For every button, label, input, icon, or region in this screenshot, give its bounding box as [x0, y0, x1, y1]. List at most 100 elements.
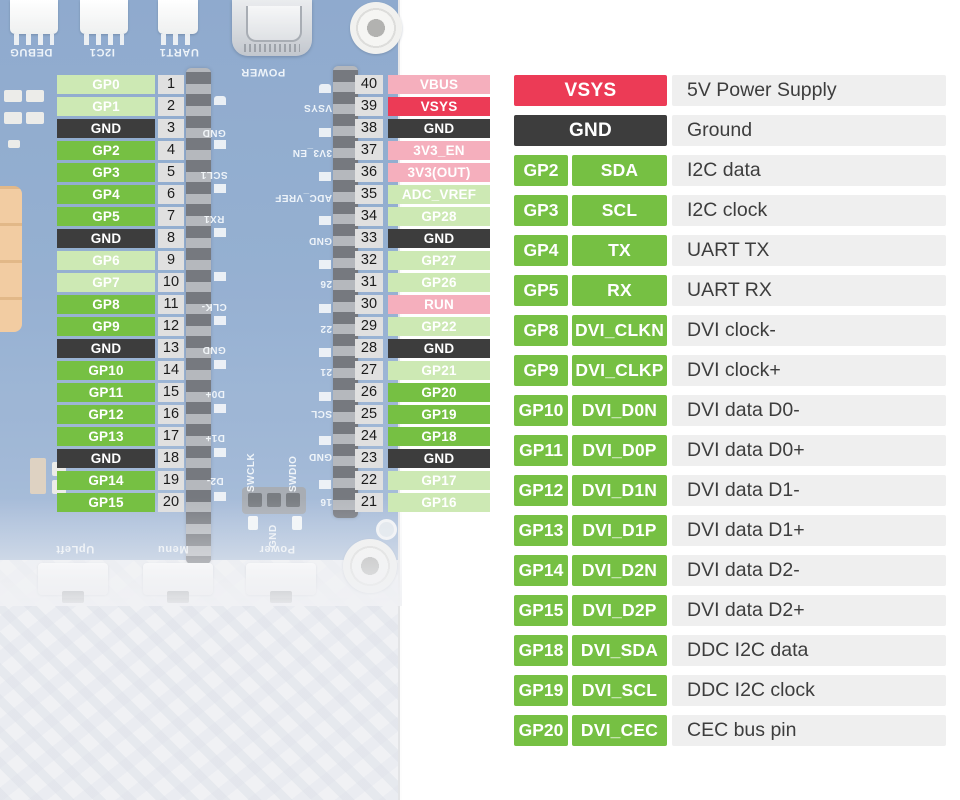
debug-connector	[10, 0, 58, 34]
pin-label: GP5	[57, 207, 155, 226]
silkscreen-label: SCL1	[200, 169, 228, 180]
pin-label: GP0	[57, 75, 155, 94]
pin-label: GP17	[388, 471, 490, 490]
pin-number: 5	[158, 163, 184, 182]
legend-description: DVI data D0-	[672, 395, 946, 426]
legend-signal: DVI_SDA	[572, 635, 667, 666]
usb-c-port	[232, 0, 312, 56]
pin-label: GP14	[57, 471, 155, 490]
solder-pad	[292, 516, 302, 530]
pin-label: GND	[388, 449, 490, 468]
pin-label: GP13	[57, 427, 155, 446]
legend-label: VSYS	[514, 75, 667, 106]
pin-number: 15	[158, 383, 184, 402]
silkscreen-label: GND	[202, 344, 226, 355]
pin-label: 3V3(OUT)	[388, 163, 490, 182]
legend-description: DVI data D2+	[672, 595, 946, 626]
pin-label: GP21	[388, 361, 490, 380]
legend-pin: GP8	[514, 315, 568, 346]
capacitor	[30, 458, 46, 494]
pin-number: 37	[355, 141, 383, 160]
pin-row: 27 GP21	[355, 361, 490, 380]
legend-signal: DVI_D1P	[572, 515, 667, 546]
mounting-hole	[376, 519, 397, 540]
legend-description: DDC I2C data	[672, 635, 946, 666]
silkscreen-power-port-label: POWER	[240, 66, 286, 78]
uart1-connector	[158, 0, 198, 34]
pin-number: 27	[355, 361, 383, 380]
silkscreen-label: GND	[308, 451, 332, 462]
pin-label: GND	[388, 339, 490, 358]
pin-label: 3V3_EN	[388, 141, 490, 160]
legend-pin: GP19	[514, 675, 568, 706]
silkscreen-upleft-label: UpLeft	[55, 543, 95, 555]
pin-label: GND	[57, 229, 155, 248]
legend-pin: GP2	[514, 155, 568, 186]
legend-pin: GP20	[514, 715, 568, 746]
silkscreen-label: GND	[202, 127, 226, 138]
standoff-screw-bottom	[343, 539, 397, 593]
pin-label: GP2	[57, 141, 155, 160]
legend-description: DVI clock+	[672, 355, 946, 386]
legend-signal: DVI_D0P	[572, 435, 667, 466]
pin-label: GP26	[388, 273, 490, 292]
silkscreen-label: RX1	[203, 213, 225, 224]
pin-number: 6	[158, 185, 184, 204]
legend-signal: DVI_CEC	[572, 715, 667, 746]
pin-number: 38	[355, 119, 383, 138]
pin-label: GND	[57, 339, 155, 358]
foam-background	[0, 560, 398, 800]
silkscreen-label: VSYS	[303, 102, 332, 113]
solder-pads	[214, 96, 226, 516]
pin-label: GP16	[388, 493, 490, 512]
pin-number: 4	[158, 141, 184, 160]
legend-signal: SCL	[572, 195, 667, 226]
pin-header-left	[186, 68, 211, 564]
smd-component	[4, 90, 22, 102]
pin-number: 32	[355, 251, 383, 270]
pin-number: 31	[355, 273, 383, 292]
pin-number: 3	[158, 119, 184, 138]
pin-label: GND	[388, 119, 490, 138]
silkscreen-label: 3V3_EN	[292, 147, 332, 158]
legend-label: GND	[514, 115, 667, 146]
legend-signal: SDA	[572, 155, 667, 186]
menu-switch	[143, 563, 213, 603]
connector-legs	[14, 34, 54, 45]
pin-number: 25	[355, 405, 383, 424]
legend-signal: DVI_SCL	[572, 675, 667, 706]
smd-component	[4, 112, 22, 124]
pin-label: GP4	[57, 185, 155, 204]
legend-signal: DVI_D2N	[572, 555, 667, 586]
legend-pin: GP14	[514, 555, 568, 586]
legend-pin: GP3	[514, 195, 568, 226]
silkscreen-label: 21	[320, 366, 332, 377]
